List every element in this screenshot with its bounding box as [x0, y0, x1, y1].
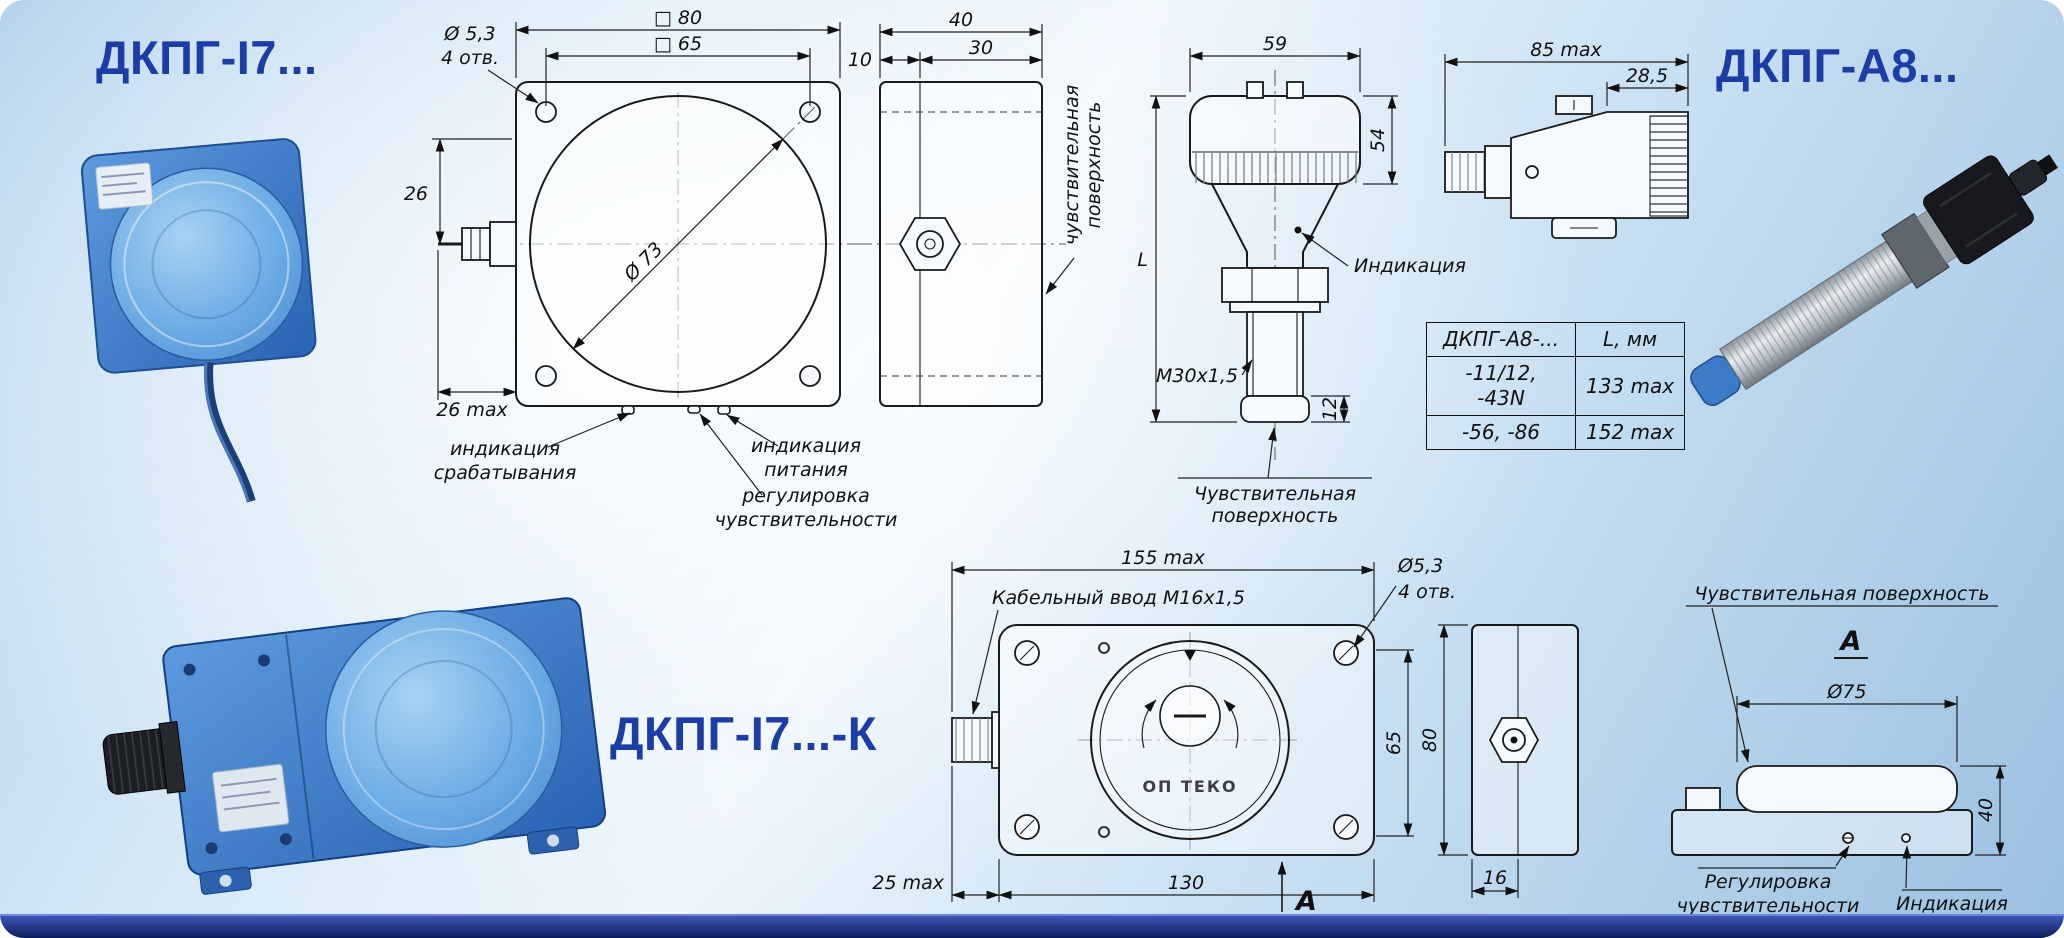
dim-total-155max: 155 max	[1121, 547, 1205, 569]
label-indication: Индикация	[1354, 255, 1466, 277]
table-row2-model: -56, -86	[1426, 415, 1576, 450]
cap-ribs	[1192, 153, 1358, 183]
brand-text: ОП ТЕКО	[1142, 777, 1237, 796]
label-indication-power-line1: индикация	[751, 435, 861, 457]
dim-total-85max: 85 max	[1530, 39, 1602, 61]
sensor-label	[212, 763, 290, 833]
i7-side-view: 40 30 10 чувствительная поверхность	[848, 9, 1105, 407]
label-sensing-surface-line2: поверхность	[1083, 102, 1105, 229]
dim-depth-16: 16	[1483, 867, 1507, 889]
dim-holes-diameter: Ø 5,3	[443, 23, 495, 45]
dim-length-L: L	[1137, 249, 1148, 271]
table-row1-length: 133 max	[1574, 356, 1686, 416]
dim-holes-count: 4 отв.	[441, 47, 499, 69]
indicator-power-led	[717, 405, 731, 415]
dim-body-30: 30	[969, 37, 993, 59]
dim-holes-diameter: Ø5,3	[1397, 555, 1443, 577]
label-adjust-line1: регулировка	[741, 485, 869, 507]
label-sensing-surface-line1: чувствительная	[1061, 85, 1083, 245]
a8-thread-barrel	[1246, 311, 1304, 397]
table-header-length: L, мм	[1574, 322, 1686, 357]
dim-square-80: □ 80	[654, 7, 702, 29]
label-indication: Индикация	[1896, 893, 2008, 915]
photo-cylindrical-sensor	[1690, 154, 2058, 406]
dim-height-80: 80	[1419, 728, 1441, 752]
dim-tip-12: 12	[1319, 397, 1341, 421]
a8-front-view: Индикация 59 54 L M30x1,5	[1137, 33, 1466, 527]
dim-height-40: 40	[1975, 798, 1997, 822]
a8-sensing-tip	[1240, 395, 1310, 423]
dim-square-65: □ 65	[654, 33, 702, 55]
photo-square-sensor	[80, 138, 317, 503]
sensor-face	[324, 610, 563, 848]
title-dkpg-i7k: ДКПГ-I7...-К	[610, 707, 877, 760]
i7k-front-view: ОП ТЕКО 155 max Кабельный ввод М16х1,5 Ø…	[872, 547, 1456, 917]
dim-gland-25max: 25 max	[872, 872, 944, 894]
sensor-face	[109, 167, 304, 361]
pointer-mark	[1184, 650, 1196, 661]
label-sensing-surface-line1: Чувствительная	[1194, 483, 1356, 505]
dim-connector-offset: 26	[404, 183, 428, 205]
label-sensing-surface-line2: поверхность	[1212, 505, 1339, 527]
dim-head-285: 28,5	[1626, 65, 1668, 87]
dim-cap-width-59: 59	[1263, 33, 1287, 55]
dim-hole-spacing-65: 65	[1383, 731, 1405, 755]
dim-depth-40: 40	[949, 9, 973, 31]
label-cable-entry: Кабельный ввод М16х1,5	[992, 587, 1245, 609]
table-row1-model: -11/12,-43N	[1426, 356, 1576, 416]
label-indication-trigger-line2: срабатывания	[434, 462, 577, 484]
a8-head-view: 85 max 28,5	[1444, 39, 1689, 239]
a8-nut	[1221, 267, 1329, 303]
footer-bar	[0, 914, 2064, 938]
dim-plate-10: 10	[848, 49, 872, 71]
table-header-model: ДКПГ-А8-...	[1426, 322, 1576, 357]
label-indication-trigger-line1: индикация	[450, 438, 560, 460]
title-dkpg-a8: ДКПГ-А8...	[1716, 39, 1959, 92]
sensor-cable	[204, 362, 256, 503]
connector-plug	[461, 227, 491, 261]
i7k-side-view: 80 16	[1419, 624, 1579, 898]
label-sensing-surface: Чувствительная поверхность	[1694, 583, 1989, 605]
dim-thread-m30: M30x1,5	[1156, 365, 1238, 387]
label-adjust-line1: Регулировка	[1705, 871, 1832, 893]
indication-dot	[1294, 226, 1302, 234]
section-a-view: А Ø75 40 Чувствительная поверхность Регу…	[1671, 583, 2008, 917]
table-row1-model-line1: -11/12,	[1465, 361, 1537, 385]
thread-barrel	[1719, 240, 1914, 390]
adjust-screw	[687, 405, 701, 414]
view-letter: А	[1839, 626, 1862, 657]
section-letter: А	[1294, 886, 1317, 917]
label-adjust-line2: чувствительности	[1677, 895, 1860, 917]
dim-holes-count: 4 отв.	[1398, 581, 1456, 603]
table-row2-length: 152 max	[1574, 415, 1686, 450]
label-adjust-line2: чувствительности	[715, 509, 898, 531]
dim-connector-length: 26 max	[436, 399, 508, 421]
i7-front-view: □ 80 □ 65 Ø 5,3 4 отв. Ø 73 26 26 max ин…	[404, 7, 898, 531]
section-base	[1671, 809, 1973, 856]
indicator-trigger-led	[621, 405, 635, 415]
indication-led	[1901, 833, 1911, 843]
photo-rectangular-sensor	[101, 597, 607, 895]
title-dkpg-i7: ДКПГ-I7...	[96, 31, 318, 84]
label-indication-power-line2: питания	[764, 459, 848, 481]
dim-body-130: 130	[1168, 872, 1204, 894]
cable-gland	[2009, 159, 2048, 196]
section-boss	[1736, 765, 1958, 813]
dim-cap-height-54: 54	[1367, 128, 1389, 152]
a8-length-table: ДКПГ-А8-... L, мм -11/12,-43N 133 max -5…	[1426, 322, 1686, 450]
head-ribs	[1650, 116, 1688, 216]
table-row1-model-line2: -43N	[1477, 386, 1525, 410]
dim-face-75: Ø75	[1826, 681, 1866, 703]
